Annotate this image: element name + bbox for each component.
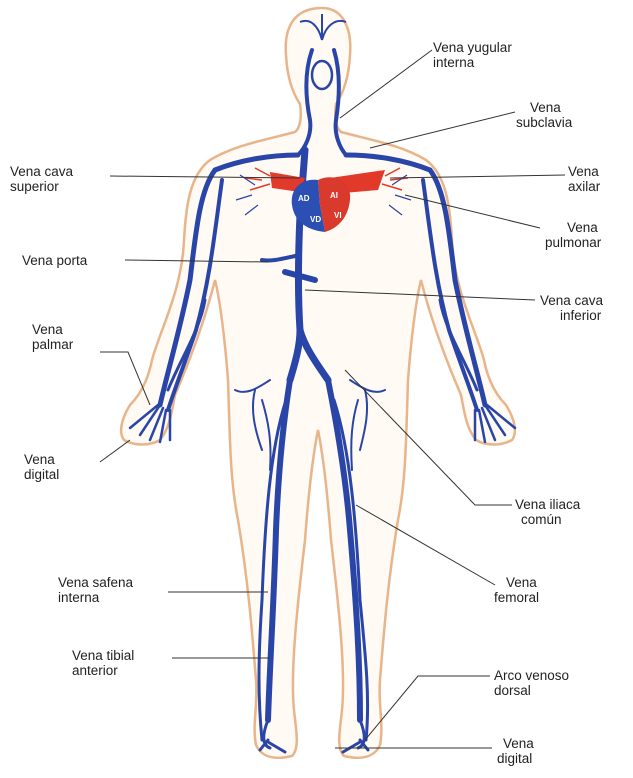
label-vena-cava-superior: Vena cava superior <box>10 164 73 194</box>
heart-label-ai: AI <box>330 191 338 200</box>
label-vena-iliaca-comun: Vena iliaca común <box>515 497 580 527</box>
body-outline <box>121 8 515 758</box>
leader-subclavia <box>370 112 515 148</box>
label-vena-axilar: Vena axilar <box>568 164 600 194</box>
label-vena-subclavia: Vena subclavia <box>516 100 572 130</box>
label-vena-digital-pie: Vena digital <box>497 736 534 766</box>
label-vena-femoral: Vena femoral <box>494 575 539 605</box>
leader-yugular <box>340 50 432 118</box>
label-vena-yugular-interna: Vena yugular interna <box>433 40 512 70</box>
label-vena-digital-mano: Vena digital <box>24 452 59 482</box>
label-vena-pulmonar: Vena pulmonar <box>545 220 601 250</box>
leader-arco <box>365 676 490 740</box>
label-arco-venoso-dorsal: Arco venoso dorsal <box>494 668 569 698</box>
label-vena-tibial-anterior: Vena tibial anterior <box>72 648 134 678</box>
label-vena-porta: Vena porta <box>22 253 87 268</box>
heart-label-vd: VD <box>310 215 321 224</box>
label-vena-palmar: Vena palmar <box>32 322 73 352</box>
leader-digital-mano <box>100 440 130 462</box>
label-vena-cava-inferior: Vena cava inferior <box>540 293 603 323</box>
heart-label-vi: VI <box>334 211 342 220</box>
label-vena-safena-interna: Vena safena interna <box>58 575 133 605</box>
heart-label-ad: AD <box>298 194 310 203</box>
